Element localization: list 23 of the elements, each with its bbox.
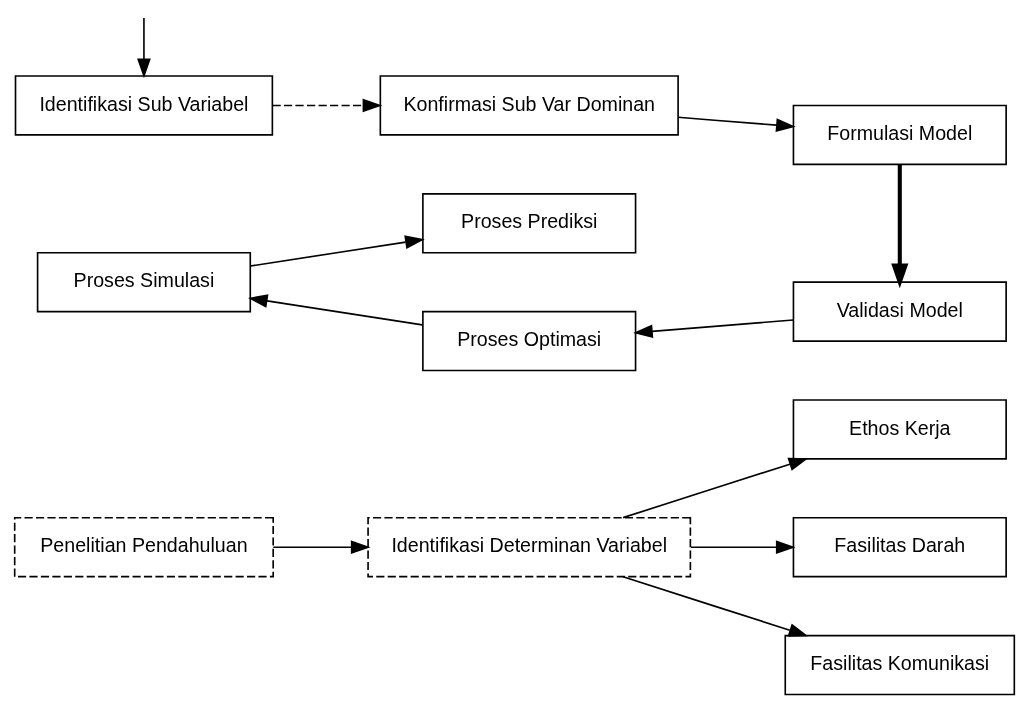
node-box: Ethos Kerja xyxy=(792,398,1007,460)
node-box: Fasilitas Darah xyxy=(792,516,1007,577)
node-box: Penelitian Pendahuluan xyxy=(13,516,274,577)
arrow xyxy=(633,318,795,338)
node-box: Proses Prediksi xyxy=(422,192,637,254)
node-box: Identifikasi Determinan Variabel xyxy=(367,516,692,577)
arrow xyxy=(249,234,425,267)
arrow xyxy=(137,16,151,78)
node-box: Formulasi Model xyxy=(792,104,1007,165)
arrow xyxy=(622,457,809,518)
arrow xyxy=(622,575,809,637)
node-box: Proses Optimasi xyxy=(422,310,637,371)
node-box: Fasilitas Komunikasi xyxy=(784,634,1016,695)
arrow xyxy=(248,293,424,326)
node-box: Proses Simulasi xyxy=(36,251,252,312)
node-box: Validasi Model xyxy=(792,280,1007,342)
arrow xyxy=(272,539,371,554)
arrow xyxy=(891,164,909,288)
arrow xyxy=(271,98,383,112)
arrow xyxy=(677,115,796,132)
node-box: Identifikasi Sub Variabel xyxy=(14,74,274,136)
node-box: Konfirmasi Sub Var Dominan xyxy=(379,74,679,136)
arrow xyxy=(690,539,796,554)
